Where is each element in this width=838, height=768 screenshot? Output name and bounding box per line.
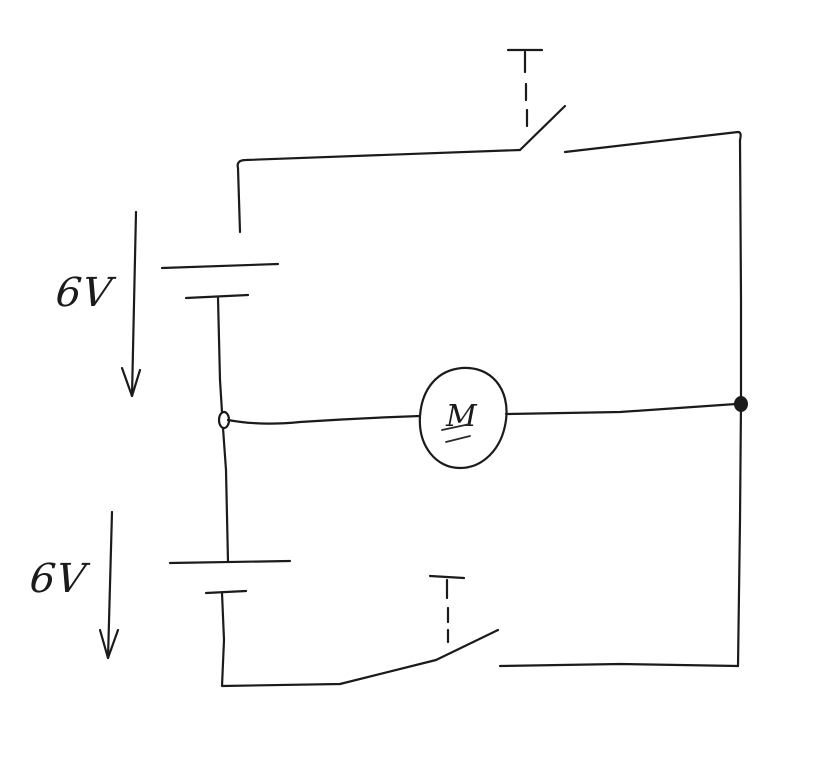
- battery-top-positive-plate: [160, 262, 280, 270]
- top-switch-button: [506, 48, 544, 128]
- battery-bottom-voltage-label: 6V: [27, 556, 89, 602]
- voltage-arrow-top: [120, 210, 142, 398]
- motor-underline: [441, 423, 471, 443]
- wire-top-right: [563, 130, 742, 154]
- battery-bottom-negative-plate: [204, 589, 248, 595]
- motor: M: [418, 366, 508, 470]
- voltage-arrow-bottom: [98, 510, 120, 660]
- wire-top-left: [236, 148, 522, 234]
- voltage-arrow-bottom-head: [98, 628, 120, 660]
- wire-bottom-left: [220, 591, 438, 688]
- battery-top-voltage-label: 6V: [53, 270, 115, 316]
- battery-bottom: [168, 559, 292, 595]
- bottom-switch-blade: [434, 628, 500, 662]
- wire-left-middle: [216, 296, 230, 564]
- wire-middle-left: [226, 414, 422, 425]
- bottom-switch-button: [428, 574, 466, 644]
- top-switch: [506, 48, 567, 152]
- junction-right: [734, 396, 748, 412]
- bottom-switch: [428, 574, 500, 662]
- wire-bottom-right: [498, 662, 740, 668]
- battery-top: [160, 262, 280, 300]
- top-switch-blade: [518, 104, 567, 152]
- battery-top-negative-plate: [184, 293, 250, 300]
- battery-bottom-positive-plate: [168, 559, 292, 565]
- motor-icon: [418, 366, 508, 470]
- wire-middle-right: [504, 402, 738, 416]
- voltage-arrow-bottom-shaft: [106, 510, 114, 660]
- voltage-arrow-top-shaft: [130, 210, 138, 398]
- voltage-arrow-top-head: [120, 366, 142, 398]
- junction-left: [217, 410, 231, 430]
